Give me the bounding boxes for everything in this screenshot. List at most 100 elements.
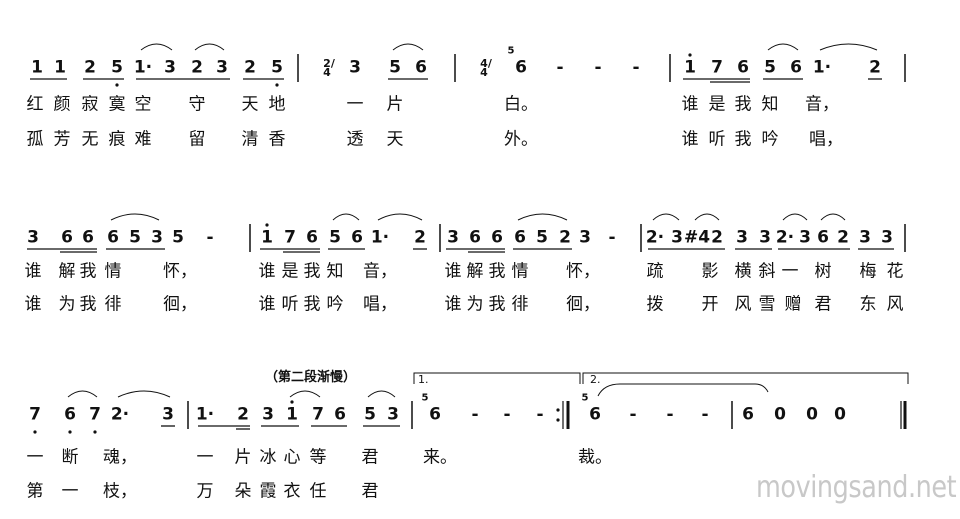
lyric-syllable: 衣: [283, 481, 301, 502]
slur: [367, 390, 396, 398]
note: 3: [799, 227, 811, 248]
rest-note: 0: [806, 404, 818, 425]
lyric-syllable: 我: [488, 294, 506, 315]
slur: [194, 43, 225, 51]
volta-2-label: 2.: [590, 373, 601, 386]
octave-dot-below: [68, 430, 72, 434]
grace-note: 5: [581, 392, 589, 404]
lyric-syllable: 我: [734, 129, 752, 150]
note: 2: [191, 57, 203, 78]
tie: [597, 383, 769, 397]
lyric-syllable: 痕: [108, 129, 126, 150]
note: 7: [711, 57, 723, 78]
lyric-syllable: 谁: [444, 261, 462, 282]
note: 6: [514, 227, 526, 248]
note: 6: [742, 404, 754, 425]
grace-note: 5: [421, 392, 429, 404]
slur: [110, 213, 160, 221]
lyric-syllable: 红: [26, 94, 44, 115]
note: 5: [111, 57, 123, 78]
lyric-syllable: 情: [104, 261, 122, 282]
lyric-syllable: 冰: [259, 447, 277, 468]
slur: [782, 213, 808, 221]
lyric-syllable: 无: [81, 129, 99, 150]
dash-extension: -: [608, 227, 616, 248]
slur: [117, 390, 171, 398]
note: 3: [579, 227, 591, 248]
lyric-syllable: 任: [309, 481, 327, 502]
rest-note: 0: [834, 404, 846, 425]
lyric-syllable: 解: [466, 261, 484, 282]
lyric-syllable: 雪: [758, 294, 776, 315]
note: 5: [271, 57, 283, 78]
note: 2: [559, 227, 571, 248]
octave-dot-below: [93, 430, 97, 434]
note: 1: [54, 57, 66, 78]
dash-extension: -: [666, 404, 674, 425]
lyric-syllable: 情: [511, 261, 529, 282]
lyric-syllable: 吟: [761, 129, 779, 150]
note: 6: [64, 404, 76, 425]
note: 6: [589, 404, 601, 425]
lyric-syllable: 梅: [859, 261, 877, 282]
note: 5: [364, 404, 376, 425]
lyric-syllable: 裁。: [578, 447, 612, 468]
lyric-syllable: 疏: [646, 261, 664, 282]
note: 1·: [133, 57, 153, 78]
lyric-syllable: 难: [134, 129, 152, 150]
note: 3: [447, 227, 459, 248]
lyric-syllable: 音，: [805, 94, 839, 115]
time-signature: 2/4: [323, 57, 335, 79]
octave-dot-below: [275, 83, 279, 87]
lyric-syllable: 怀，: [163, 261, 197, 282]
lyric-syllable: 吟: [326, 294, 344, 315]
note: 7: [29, 404, 41, 425]
note: 3: [151, 227, 163, 248]
note: 6: [429, 404, 441, 425]
slur: [694, 213, 720, 221]
lyric-syllable: 我: [79, 261, 97, 282]
note: 6: [817, 227, 829, 248]
note: 2: [414, 227, 426, 248]
note: 5: [389, 57, 401, 78]
dash-extension: -: [503, 404, 511, 425]
lyric-syllable: 是: [281, 261, 299, 282]
lyric-syllable: 树: [814, 261, 832, 282]
note: 3: [859, 227, 871, 248]
octave-dot-above: [290, 400, 294, 404]
dash-extension: -: [701, 404, 709, 425]
dash-extension: -: [629, 404, 637, 425]
note: 1·: [812, 57, 832, 78]
lyric-syllable: 留: [188, 129, 206, 150]
lyric-syllable: 怀，: [566, 261, 600, 282]
slur: [140, 43, 173, 51]
lyric-syllable: 透: [346, 129, 364, 150]
lyric-syllable: 空: [134, 94, 152, 115]
note: 2: [869, 57, 881, 78]
lyric-syllable: 是: [708, 94, 726, 115]
lyric-syllable: 霞: [259, 481, 277, 502]
note: 6: [515, 57, 527, 78]
lyric-syllable: 风: [734, 294, 752, 315]
lyric-syllable: 一: [781, 261, 799, 282]
lyric-syllable: 天: [386, 129, 404, 150]
lyric-syllable: 一: [26, 447, 44, 468]
lyric-syllable: 枝，: [103, 481, 137, 502]
note: 2: [237, 404, 249, 425]
lyric-syllable: 谁: [24, 294, 42, 315]
lyric-syllable: 一: [346, 94, 364, 115]
note: 1: [261, 227, 273, 248]
lyric-syllable: 徘: [104, 294, 122, 315]
lyric-syllable: 谁: [258, 261, 276, 282]
lyric-syllable: 知: [761, 94, 779, 115]
note: 1: [286, 404, 298, 425]
note: 3: [216, 57, 228, 78]
lyric-syllable: 花: [886, 261, 904, 282]
repeat-dot: [556, 418, 560, 422]
note: 6: [306, 227, 318, 248]
volta-1-label: 1.: [418, 373, 429, 386]
slur: [820, 213, 846, 221]
note: 6: [351, 227, 363, 248]
